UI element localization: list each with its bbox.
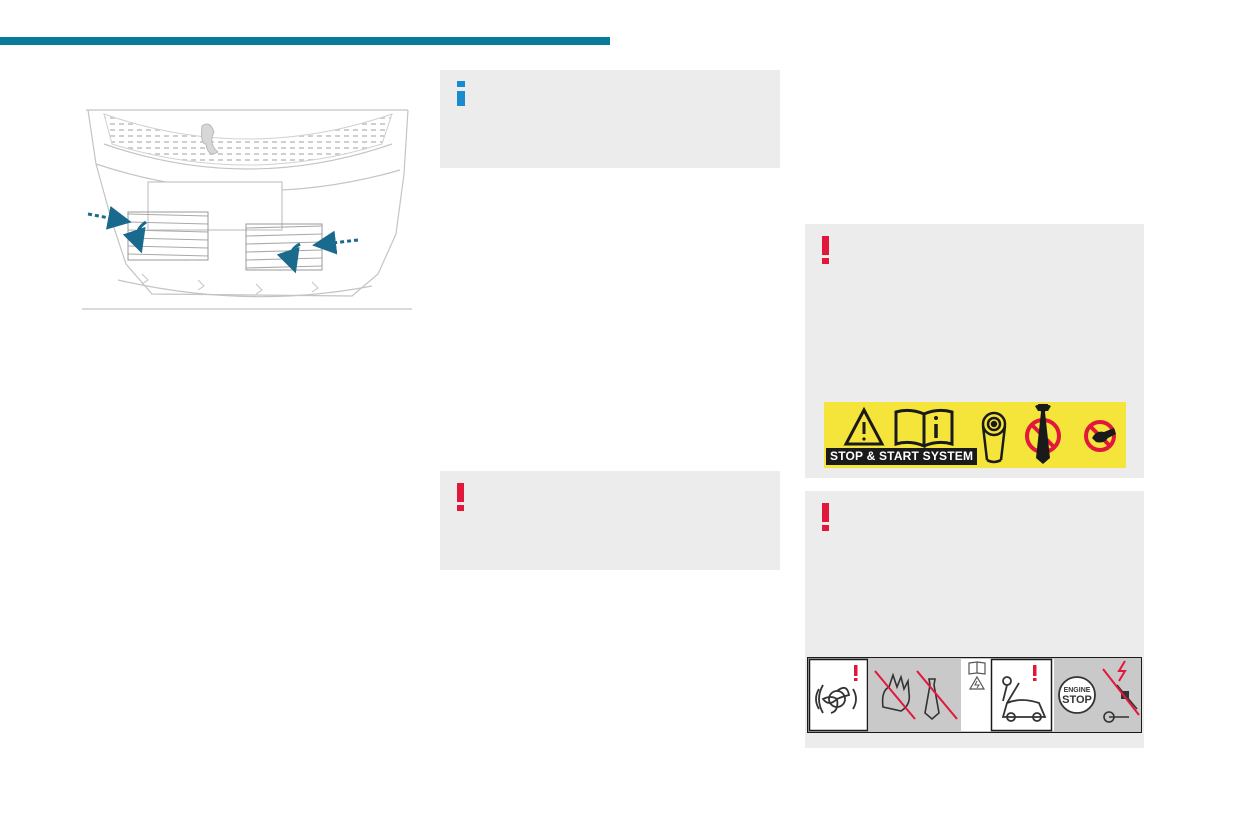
engine-warning-label: ENGINE STOP (807, 657, 1142, 733)
stop-start-caption: STOP & START SYSTEM (826, 448, 978, 465)
fan-warning-icon (815, 665, 858, 714)
arrow-icon (87, 205, 359, 274)
warning-triangle-icon (843, 406, 885, 446)
bonnet-warning-icon (1001, 665, 1047, 722)
engine-word: ENGINE (1064, 687, 1091, 694)
lion-emblem-icon (201, 123, 219, 155)
manual-warning-icon (965, 659, 989, 731)
front-grille-illustration (82, 109, 412, 310)
no-tie-icon (1025, 404, 1061, 464)
info-icon (457, 81, 465, 106)
stop-word: STOP (1062, 694, 1092, 706)
exclamation-icon (457, 483, 464, 511)
no-tie-icon (916, 670, 958, 721)
info-panel (440, 70, 780, 168)
header-rule (0, 37, 610, 45)
warning-panel-stop-start: STOP & START SYSTEM (805, 224, 1144, 478)
manual-info-icon (894, 408, 954, 449)
exclamation-icon (822, 503, 829, 531)
no-hand-icon (874, 670, 916, 720)
no-hand-icon (1084, 420, 1116, 452)
stop-start-warning-label: STOP & START SYSTEM (824, 402, 1126, 468)
warning-panel (440, 471, 780, 570)
belt-pulley-icon (981, 411, 1007, 464)
engine-stop-icon: ENGINE STOP (1058, 676, 1096, 714)
exclamation-icon (822, 236, 829, 264)
no-electric-icon (1102, 660, 1140, 723)
warning-panel-engine: ENGINE STOP (805, 491, 1144, 748)
